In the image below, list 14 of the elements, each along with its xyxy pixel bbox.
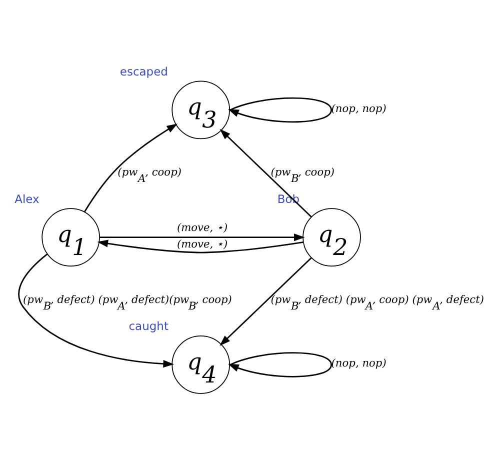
edge-label: (nop, nop) [331, 356, 386, 370]
node-label: caught [128, 319, 168, 334]
arrow [220, 257, 312, 346]
edge-label: (move, ⋆) [176, 220, 228, 234]
arrow [100, 234, 305, 242]
arrow [84, 124, 178, 212]
arrow [97, 240, 304, 254]
edge-label: (nop, nop) [331, 102, 386, 115]
node-label: Alex [14, 192, 40, 206]
arrow [228, 97, 332, 123]
arrow [220, 129, 312, 218]
arrow [228, 352, 332, 378]
edge-label: (move, ⋆) [176, 238, 228, 251]
node-label: escaped [120, 64, 168, 78]
